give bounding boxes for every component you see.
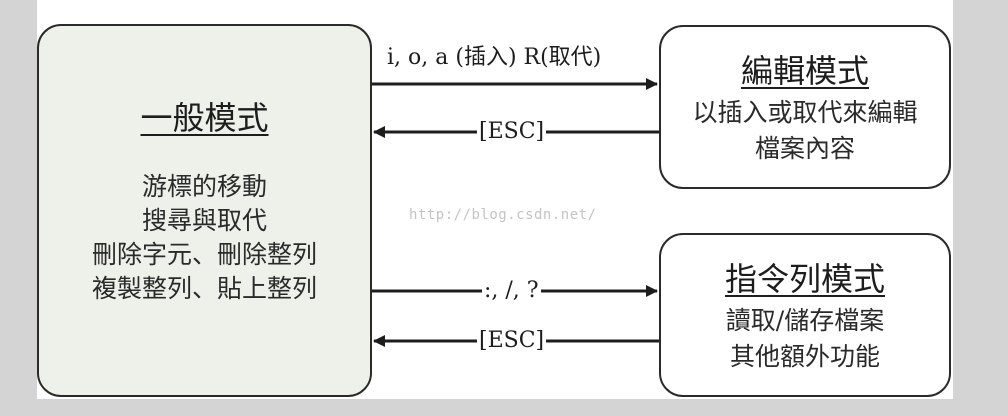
command-mode-box: 指令列模式 讀取/儲存檔案 其他額外功能 [659, 233, 951, 397]
normal-mode-line: 游標的移動 [141, 172, 267, 201]
command-mode-line: 其他額外功能 [729, 342, 880, 371]
edit-mode-line: 檔案內容 [754, 134, 855, 163]
edit-mode-line: 以插入或取代來編輯 [692, 98, 918, 127]
command-mode-title: 指令列模式 [724, 260, 885, 298]
normal-mode-title: 一般模式 [140, 99, 269, 137]
command-mode-line: 讀取/儲存檔案 [725, 306, 885, 335]
diagram-canvas: i, o, a (插入) R(取代) [ESC] :, /, ? [ESC] h… [37, 0, 953, 399]
label-to-edit: i, o, a (插入) R(取代) [387, 45, 602, 70]
label-to-command: :, /, ? [482, 278, 541, 303]
normal-mode-lines: 游標的移動 搜尋與取代 刪除字元、刪除整列 複製整列、貼上整列 [39, 170, 370, 306]
edit-mode-title: 編輯模式 [740, 52, 869, 90]
normal-mode-line: 複製整列、貼上整列 [91, 274, 317, 303]
edit-mode-box: 編輯模式 以插入或取代來編輯 檔案內容 [659, 25, 951, 189]
label-from-edit: [ESC] [477, 119, 547, 144]
edit-mode-lines: 以插入或取代來編輯 檔案內容 [661, 95, 949, 167]
label-from-command: [ESC] [477, 328, 547, 353]
normal-mode-line: 搜尋與取代 [141, 206, 267, 235]
normal-mode-line: 刪除字元、刪除整列 [91, 240, 317, 269]
normal-mode-box: 一般模式 游標的移動 搜尋與取代 刪除字元、刪除整列 複製整列、貼上整列 [37, 24, 372, 397]
command-mode-lines: 讀取/儲存檔案 其他額外功能 [661, 303, 949, 375]
watermark: http://blog.csdn.net/ [409, 207, 597, 223]
